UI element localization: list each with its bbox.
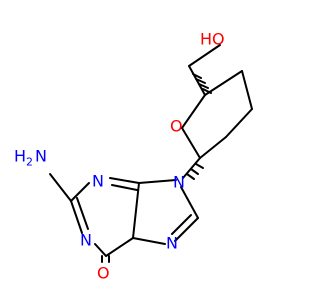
- purine-bonds: [49, 173, 199, 263]
- n9-label: N: [173, 173, 185, 192]
- n7-label: N: [166, 234, 178, 253]
- amino-h-label: H: [14, 147, 26, 166]
- amino-subscript-label: 2: [26, 156, 33, 169]
- amino-n-label: N: [35, 147, 47, 166]
- molecule-structure: HO O N N N N H 2 N O: [14, 30, 253, 283]
- hydroxyl-label: HO: [200, 30, 225, 49]
- n3-label: N: [92, 172, 104, 191]
- ring-oxygen-label: O: [170, 117, 183, 136]
- stereo-hash-c4: [192, 73, 212, 94]
- sugar-ring-bonds: [181, 44, 253, 179]
- atom-labels: HO O N N N N H 2 N O: [14, 30, 225, 283]
- stereo-hash-c1: [186, 163, 204, 180]
- carbonyl-oxygen-label: O: [97, 264, 110, 283]
- n1-label: N: [80, 231, 92, 250]
